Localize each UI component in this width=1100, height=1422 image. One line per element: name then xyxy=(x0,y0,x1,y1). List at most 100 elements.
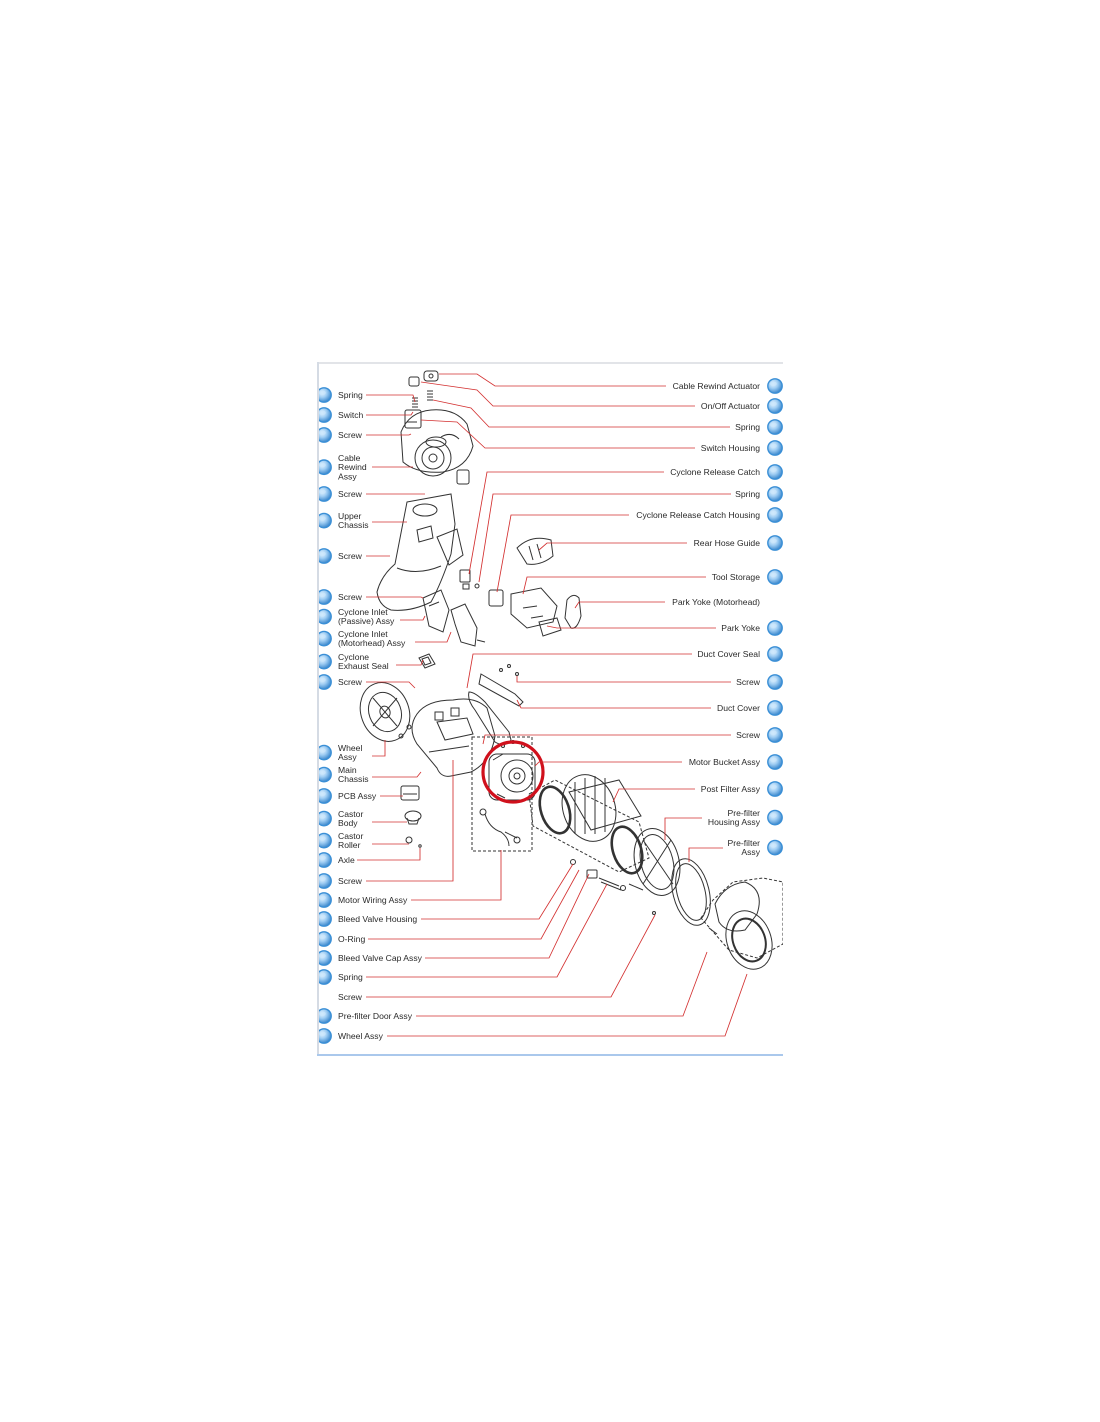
part-label-screw-3[interactable]: Screw xyxy=(338,551,363,561)
part-label-cyclone-release-catch[interactable]: Cyclone Release Catch xyxy=(670,467,760,477)
part-label-screw-7[interactable]: Screw xyxy=(338,992,363,1002)
part-label-duct-cover-seal[interactable]: Duct Cover Seal xyxy=(697,649,760,659)
part-label-spring-1[interactable]: Spring xyxy=(338,390,363,400)
info-button-cyclone-release-catch-housing[interactable] xyxy=(767,507,783,523)
part-label-pre-filter-door-assy[interactable]: Pre-filter Door Assy xyxy=(338,1011,413,1021)
part-label-rear-hose-guide[interactable]: Rear Hose Guide xyxy=(694,538,761,548)
info-button-pre-filter-assy[interactable] xyxy=(767,839,783,856)
part-label-bleed-valve-cap-assy[interactable]: Bleed Valve Cap Assy xyxy=(338,953,423,963)
info-button-screw-4[interactable] xyxy=(316,589,332,605)
part-label-park-yoke[interactable]: Park Yoke xyxy=(721,623,760,633)
info-button-switch-housing[interactable] xyxy=(767,440,783,456)
part-label-motor-wiring-assy[interactable]: Motor Wiring Assy xyxy=(338,895,408,905)
part-label-screw-1[interactable]: Screw xyxy=(338,430,363,440)
info-button-axle[interactable] xyxy=(316,852,332,868)
info-button-switch-disc xyxy=(316,407,332,423)
info-button-cable-rewind-actuator[interactable] xyxy=(767,378,783,394)
part-label-axle[interactable]: Axle xyxy=(338,855,355,865)
info-button-castor-body[interactable] xyxy=(316,810,332,827)
part-label-line: Cable xyxy=(338,453,361,463)
part-label-screw-2[interactable]: Screw xyxy=(338,489,363,499)
info-button-screw-r2[interactable] xyxy=(767,727,783,743)
part-label-duct-cover[interactable]: Duct Cover xyxy=(717,703,760,713)
part-label-motor-bucket-assy[interactable]: Motor Bucket Assy xyxy=(689,757,761,767)
part-label-cyclone-release-catch-housing[interactable]: Cyclone Release Catch Housing xyxy=(636,510,760,520)
part-label-o-ring[interactable]: O-Ring xyxy=(338,934,365,944)
info-button-main-chassis[interactable] xyxy=(316,766,332,783)
info-button-duct-cover[interactable] xyxy=(767,700,783,716)
info-button-spring-r1[interactable] xyxy=(767,419,783,435)
part-label-line: Screw xyxy=(338,592,363,602)
part-label-on-off-actuator[interactable]: On/Off Actuator xyxy=(701,401,760,411)
info-button-motor-bucket-assy[interactable] xyxy=(767,754,783,770)
part-label-post-filter-assy[interactable]: Post Filter Assy xyxy=(701,784,761,794)
part-label-screw-r2[interactable]: Screw xyxy=(736,730,761,740)
leader-cyclone-inlet-passive xyxy=(400,615,426,621)
info-button-bleed-valve-cap-assy[interactable] xyxy=(316,950,332,966)
info-button-screw-5[interactable] xyxy=(316,674,332,690)
part-label-screw-6[interactable]: Screw xyxy=(338,876,363,886)
part-label-pcb-assy[interactable]: PCB Assy xyxy=(338,791,377,801)
info-button-cable-rewind-assy[interactable] xyxy=(316,459,332,476)
info-button-park-yoke[interactable] xyxy=(767,620,783,636)
part-label-switch-housing[interactable]: Switch Housing xyxy=(701,443,760,453)
info-button-screw-2[interactable] xyxy=(316,486,332,502)
info-button-upper-chassis[interactable] xyxy=(316,512,332,529)
info-button-bleed-valve-housing[interactable] xyxy=(316,911,332,927)
part-label-spring-r2[interactable]: Spring xyxy=(735,489,760,499)
info-button-wheel-assy-2[interactable] xyxy=(316,1028,332,1044)
part-label-switch[interactable]: Switch xyxy=(338,410,364,420)
info-button-castor-roller[interactable] xyxy=(316,832,332,849)
info-button-cyclone-inlet-passive[interactable] xyxy=(316,608,332,625)
info-button-tool-storage[interactable] xyxy=(767,569,783,585)
part-label-cyclone-inlet-passive[interactable]: Cyclone Inlet(Passive) Assy xyxy=(338,607,395,626)
part-label-wheel-assy-2[interactable]: Wheel Assy xyxy=(338,1031,384,1041)
info-button-motor-wiring-assy[interactable] xyxy=(316,892,332,908)
info-button-on-off-actuator[interactable] xyxy=(767,398,783,414)
info-button-cyclone-inlet-motorhead[interactable] xyxy=(316,630,332,647)
part-label-cyclone-inlet-motorhead[interactable]: Cyclone Inlet(Motorhead) Assy xyxy=(338,629,406,648)
info-button-switch[interactable] xyxy=(316,407,332,423)
part-label-cable-rewind-actuator[interactable]: Cable Rewind Actuator xyxy=(673,381,761,391)
info-button-pre-filter-door-assy[interactable] xyxy=(316,1008,332,1024)
info-button-o-ring-shine xyxy=(319,934,326,939)
info-button-screw-6[interactable] xyxy=(316,873,332,889)
info-button-pre-filter-housing-assy[interactable] xyxy=(767,809,783,826)
info-button-screw-1[interactable] xyxy=(316,427,332,443)
part-label-line: Screw xyxy=(736,730,761,740)
info-button-spring-1-shine xyxy=(319,390,326,395)
part-label-line: Wheel Assy xyxy=(338,1031,384,1041)
part-label-screw-r1[interactable]: Screw xyxy=(736,677,761,687)
info-button-spring-2[interactable] xyxy=(316,969,332,985)
info-button-screw-r1[interactable] xyxy=(767,674,783,690)
info-button-spring-1[interactable] xyxy=(316,387,332,403)
part-label-bleed-valve-housing[interactable]: Bleed Valve Housing xyxy=(338,914,417,924)
info-button-cyclone-release-catch[interactable] xyxy=(767,464,783,480)
info-button-o-ring[interactable] xyxy=(316,931,332,947)
part-label-park-yoke-motorhead[interactable]: Park Yoke (Motorhead) xyxy=(672,597,760,607)
info-button-screw-3[interactable] xyxy=(316,548,332,564)
info-button-pre-filter-housing-assy-disc xyxy=(767,809,783,826)
info-button-pcb-assy[interactable] xyxy=(316,788,332,804)
info-button-wheel-assy-1[interactable] xyxy=(316,744,332,761)
leader-pre-filter-assy xyxy=(688,847,723,862)
part-label-tool-storage[interactable]: Tool Storage xyxy=(712,572,760,582)
part-label-spring-2[interactable]: Spring xyxy=(338,972,363,982)
info-button-cyclone-exhaust-seal[interactable] xyxy=(316,653,332,670)
part-label-screw-5[interactable]: Screw xyxy=(338,677,363,687)
part-label-spring-r1[interactable]: Spring xyxy=(735,422,760,432)
info-button-post-filter-assy[interactable] xyxy=(767,781,783,797)
info-button-spring-r2[interactable] xyxy=(767,486,783,502)
info-button-duct-cover-seal[interactable] xyxy=(767,646,783,662)
info-button-rear-hose-guide[interactable] xyxy=(767,535,783,551)
part-label-screw-4[interactable]: Screw xyxy=(338,592,363,602)
